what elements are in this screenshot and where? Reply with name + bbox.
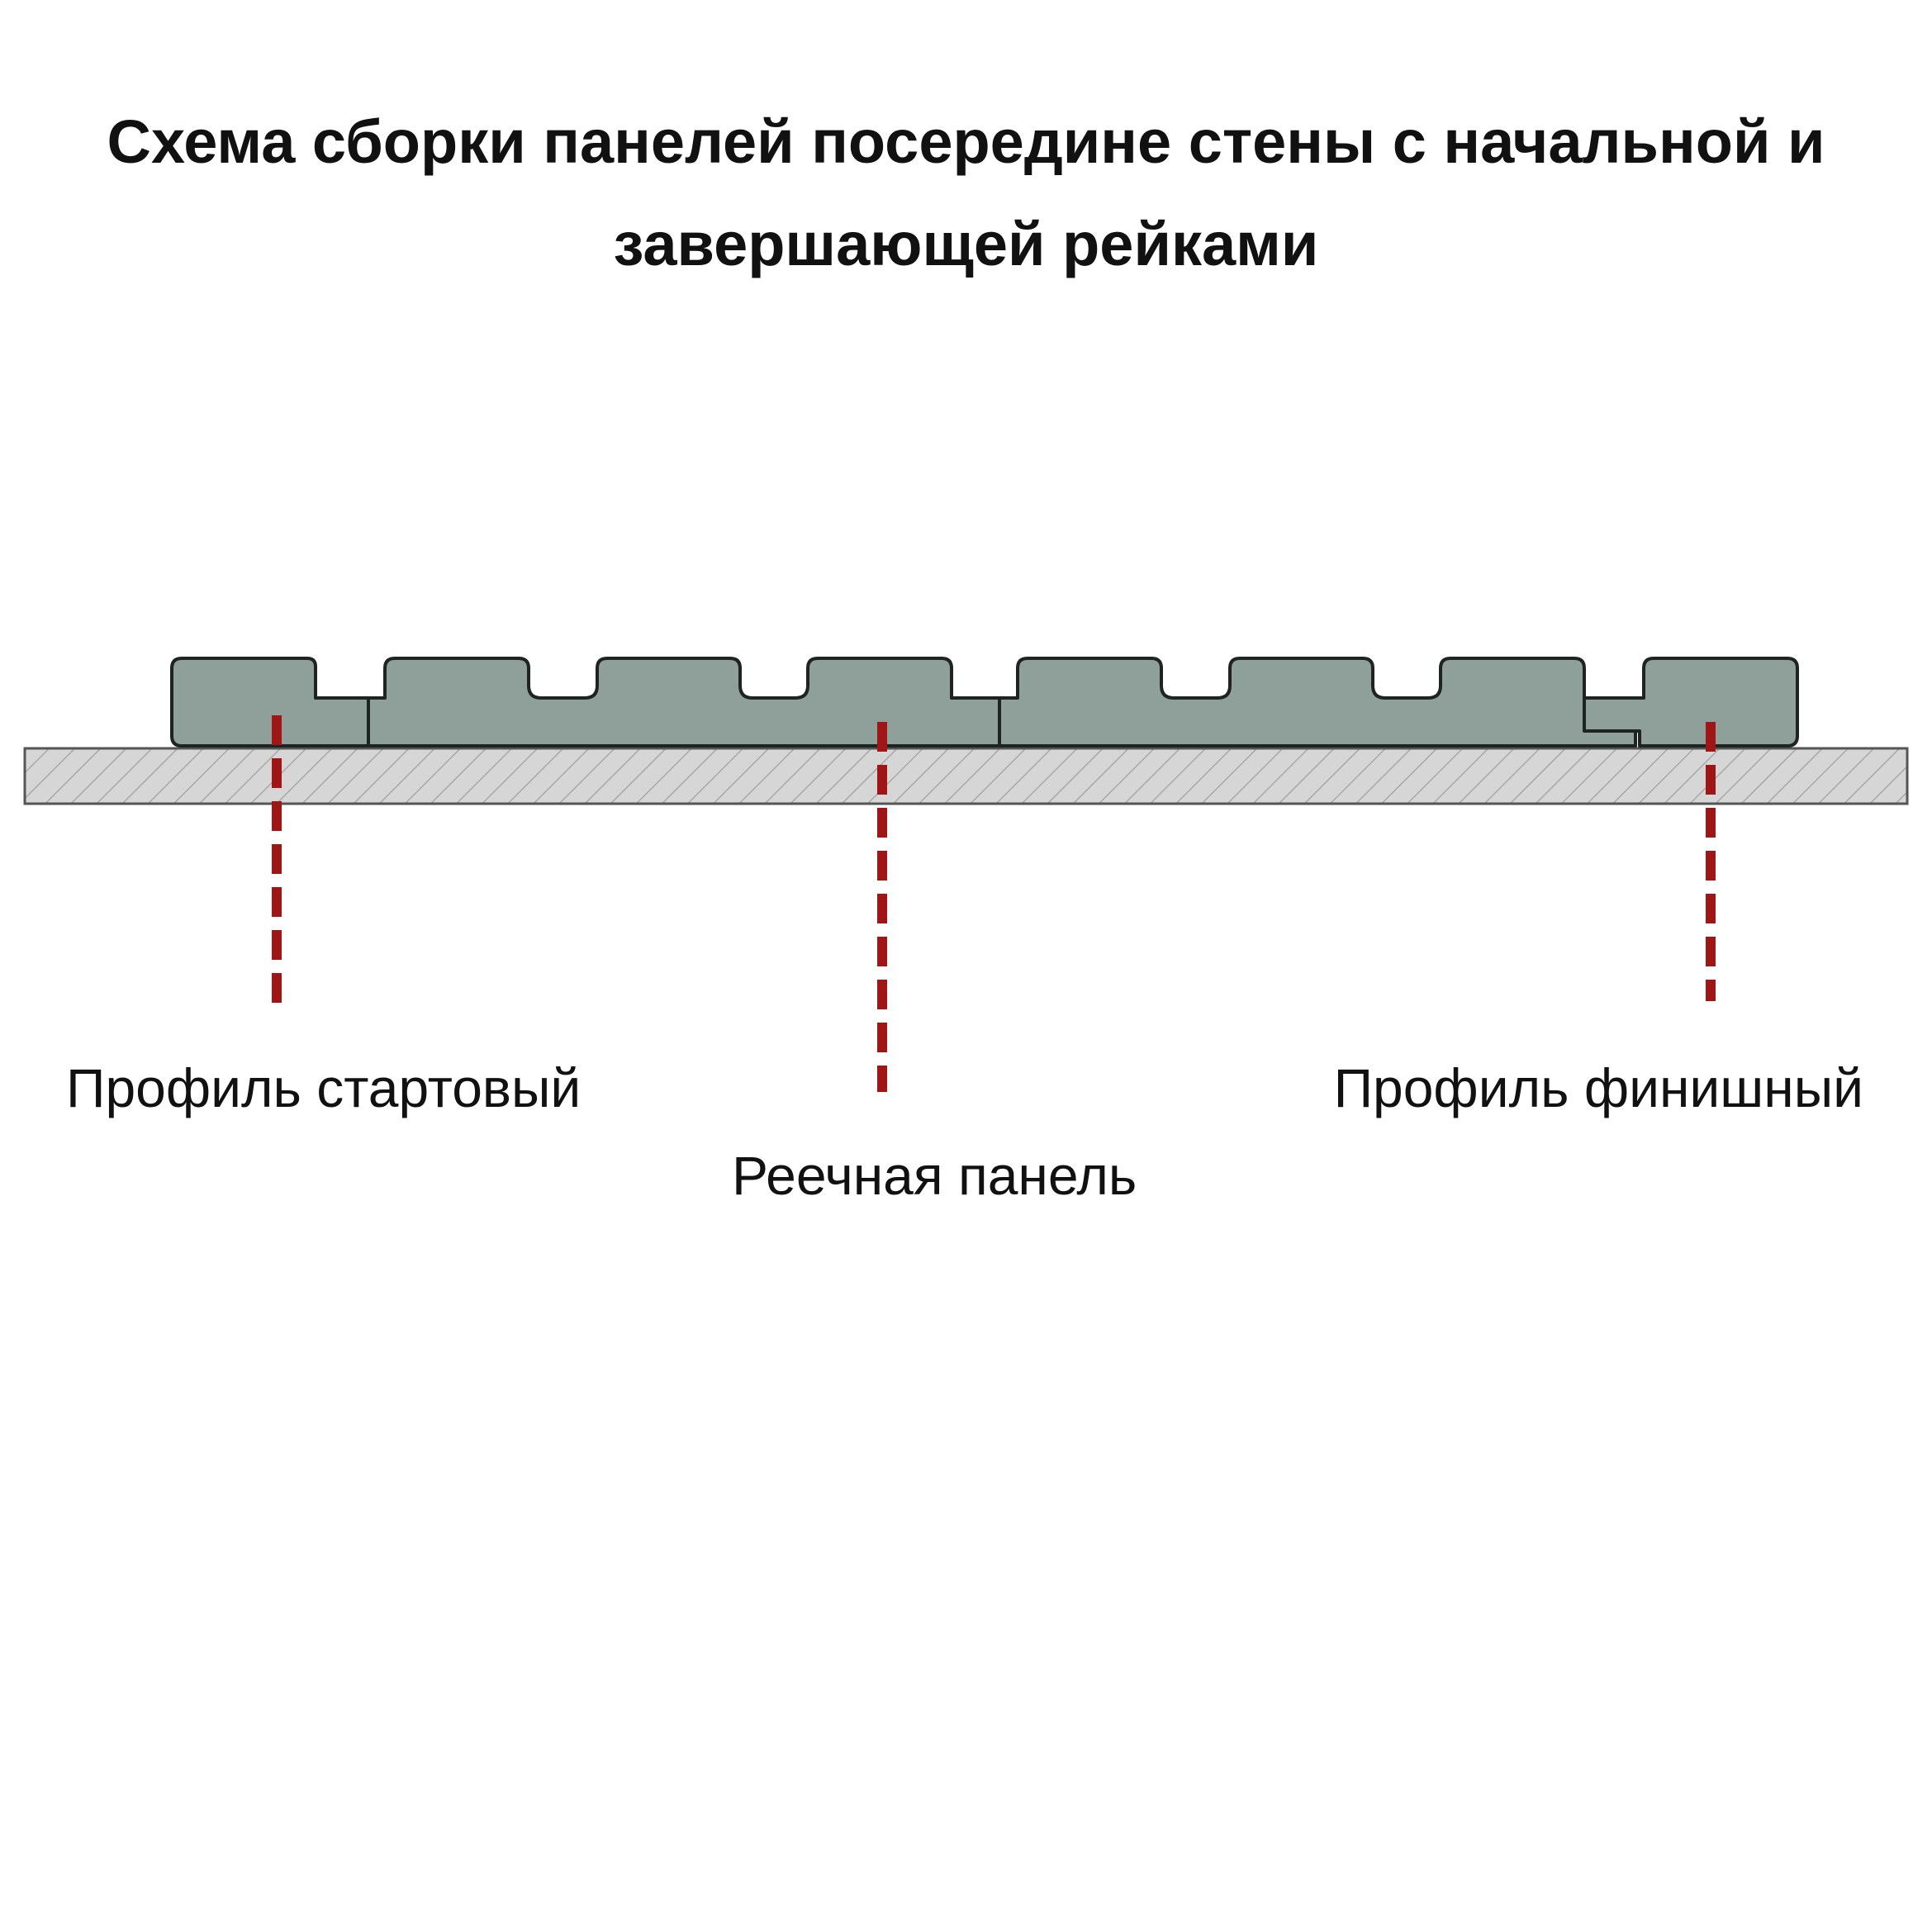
start-profile-shape xyxy=(170,657,370,748)
title-line-2: завершающей рейками xyxy=(613,210,1319,278)
wall-substrate xyxy=(23,747,1909,805)
slat-panel-right-shape xyxy=(998,657,1637,748)
finish-profile-label: Профиль финишный xyxy=(1333,1057,1863,1118)
slat-panel-label: Реечная панель xyxy=(732,1145,1137,1206)
slat-panel-shape xyxy=(367,657,1001,748)
title-line-1: Схема сборки панелей посередине стены с … xyxy=(107,107,1825,176)
diagram-title: Схема сборки панелей посередине стены с … xyxy=(0,91,1932,296)
start-profile-label: Профиль стартовый xyxy=(66,1057,581,1118)
finish-profile-shape xyxy=(1583,657,1799,748)
